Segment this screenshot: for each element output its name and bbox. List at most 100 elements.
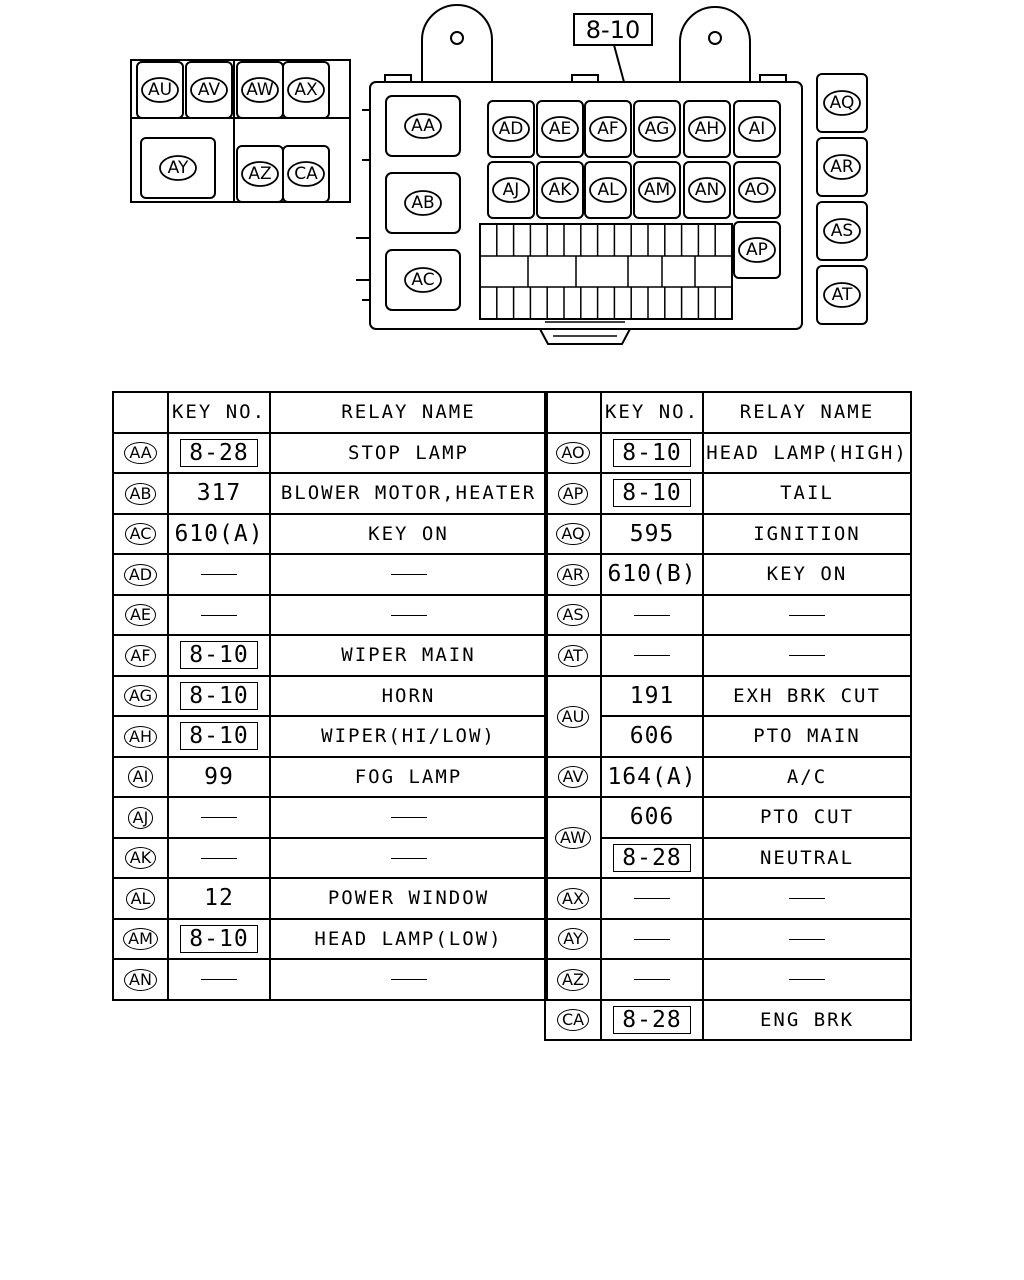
- relay-position-ao: AO: [733, 161, 781, 219]
- relay-code: AT: [558, 644, 588, 667]
- key-no-cell: [600, 634, 704, 677]
- relay-code-label: AR: [830, 157, 854, 177]
- relay-name: HORN: [381, 684, 436, 707]
- relay-name-cell: NEUTRAL: [702, 836, 912, 879]
- key-no-cell: 8-10: [167, 715, 271, 758]
- relay-name: A/C: [786, 765, 828, 788]
- key-no-cell: 317: [167, 472, 271, 515]
- relay-code: AR: [556, 563, 590, 586]
- table-row: AE: [112, 593, 548, 636]
- relay-name-cell: [269, 593, 548, 636]
- relay-code: AD: [123, 563, 158, 586]
- relay-code-cell: AG: [112, 674, 169, 717]
- relay-position-ad: AD: [487, 100, 535, 158]
- relay-name: PTO MAIN: [753, 725, 861, 748]
- relay-code-cell: AS: [544, 593, 602, 636]
- key-no: 606: [629, 804, 675, 831]
- relay-name-cell: [702, 958, 912, 1001]
- relay-code-cell: CA: [544, 998, 602, 1041]
- key-no-cell: 606: [600, 715, 704, 758]
- empty-dash: [634, 655, 670, 657]
- empty-dash: [789, 898, 825, 900]
- relay-code-cell: AI: [112, 755, 169, 798]
- key-no: 191: [629, 682, 675, 709]
- relay-name-cell: BLOWER MOTOR,HEATER: [269, 472, 548, 515]
- relay-code-cell: AC: [112, 512, 169, 555]
- relay-code: AA: [124, 442, 157, 465]
- relay-code-label: AQ: [830, 93, 855, 113]
- relay-code: AF: [125, 644, 156, 667]
- relay-position-aw: AW: [236, 61, 284, 119]
- key-no: 8-10: [613, 479, 691, 508]
- table-row: AI 99 FOG LAMP: [112, 755, 548, 798]
- key-no: 164(A): [607, 763, 697, 790]
- relay-position-ap: AP: [733, 221, 781, 279]
- relay-code-label: AD: [499, 119, 524, 139]
- key-no: 610(B): [607, 561, 697, 588]
- table-row: CA 8-28 ENG BRK: [544, 998, 912, 1041]
- relay-name-cell: HORN: [269, 674, 548, 717]
- relay-name: WIPER(HI/LOW): [321, 725, 496, 748]
- relay-name-cell: EXH BRK CUT: [702, 674, 912, 717]
- relay-name-cell: FOG LAMP: [269, 755, 548, 798]
- relay-code-cell: AF: [112, 634, 169, 677]
- empty-dash: [634, 938, 670, 940]
- relay-position-as: AS: [823, 218, 861, 244]
- header-key-no: KEY NO.: [600, 391, 704, 434]
- table-row: AD: [112, 553, 548, 596]
- relay-name-cell: IGNITION: [702, 512, 912, 555]
- empty-dash: [201, 979, 237, 981]
- header-code: [112, 391, 169, 434]
- key-no: 606: [629, 723, 675, 750]
- relay-name-cell: WIPER(HI/LOW): [269, 715, 548, 758]
- relay-name: STOP LAMP: [348, 441, 469, 464]
- relay-code-label: AZ: [248, 164, 271, 184]
- relay-code-cell: AX: [544, 877, 602, 920]
- relay-code-label: AS: [831, 221, 853, 241]
- relay-name: KEY ON: [766, 563, 848, 586]
- table-row: AJ: [112, 796, 548, 839]
- relay-name-cell: ENG BRK: [702, 998, 912, 1041]
- relay-name-cell: [702, 593, 912, 636]
- key-no-cell: 164(A): [600, 755, 704, 798]
- key-no: 99: [204, 763, 234, 790]
- key-no: 8-28: [613, 1005, 691, 1034]
- empty-dash: [634, 979, 670, 981]
- relay-code-label: AI: [749, 119, 766, 139]
- key-no-cell: [600, 958, 704, 1001]
- empty-dash: [789, 655, 825, 657]
- relay-code-cell: AJ: [112, 796, 169, 839]
- key-no-cell: [600, 917, 704, 960]
- relay-code-cell: AN: [112, 958, 169, 1001]
- empty-dash: [390, 614, 427, 616]
- relay-position-al: AL: [584, 161, 632, 219]
- relay-name: TAIL: [780, 482, 834, 505]
- relay-name-cell: KEY ON: [269, 512, 548, 555]
- relay-name: KEY ON: [368, 522, 449, 545]
- relay-code-label: CA: [294, 164, 318, 184]
- relay-code: AP: [557, 482, 589, 505]
- relay-code-cell: AY: [544, 917, 602, 960]
- empty-dash: [634, 614, 670, 616]
- relay-code-label: AK: [549, 180, 573, 200]
- relay-code-label: AH: [695, 119, 719, 139]
- relay-code-cell: AP: [544, 472, 602, 515]
- relay-name-cell: HEAD LAMP(HIGH): [702, 431, 912, 474]
- relay-code-label: AG: [645, 119, 670, 139]
- table-row: AS: [544, 593, 912, 636]
- relay-code-label: AY: [168, 158, 189, 178]
- relay-position-ah: AH: [683, 100, 731, 158]
- relay-code-cell: AV: [544, 755, 602, 798]
- relay-code-label: AX: [294, 80, 318, 100]
- table-row: AN: [112, 958, 548, 1001]
- key-no-cell: [600, 877, 704, 920]
- relay-position-ar: AR: [823, 154, 861, 180]
- relay-position-au: AU: [136, 61, 184, 119]
